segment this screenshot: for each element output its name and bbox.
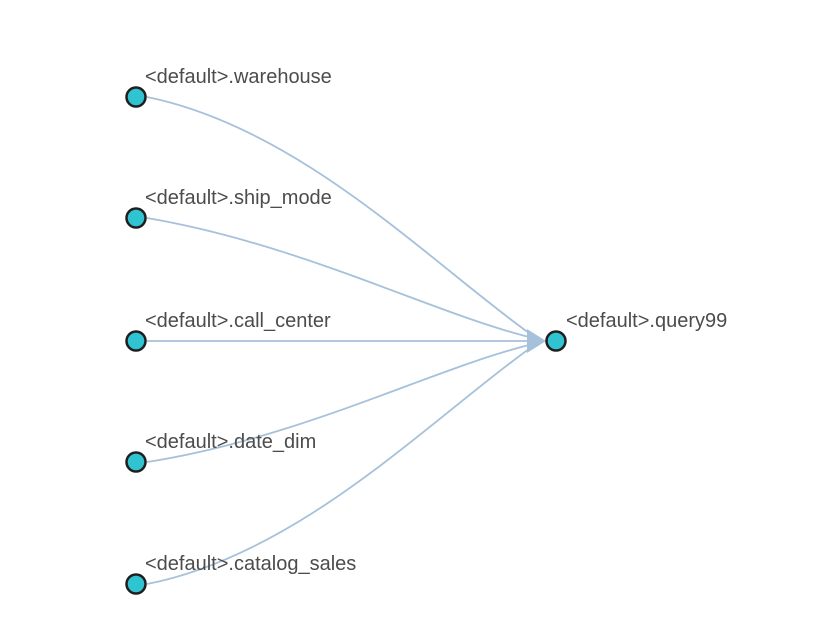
node-label-warehouse: <default>.warehouse	[145, 66, 332, 88]
node-label-call_center: <default>.call_center	[145, 310, 331, 332]
node-catalog_sales[interactable]	[125, 573, 147, 595]
node-date_dim[interactable]	[125, 451, 147, 473]
edge-warehouse-to-query99	[146, 96, 530, 334]
node-label-catalog_sales: <default>.catalog_sales	[145, 553, 356, 575]
node-warehouse[interactable]	[125, 86, 147, 108]
node-label-query99: <default>.query99	[566, 310, 727, 332]
node-ship_mode[interactable]	[125, 207, 147, 229]
arrowhead-into-query99	[527, 329, 546, 353]
node-label-ship_mode: <default>.ship_mode	[145, 187, 332, 209]
node-layer	[125, 86, 567, 595]
edge-catalog_sales-to-query99	[146, 348, 530, 585]
node-query99[interactable]	[545, 330, 567, 352]
edge-ship_mode-to-query99	[146, 217, 530, 338]
node-label-date_dim: <default>.date_dim	[145, 431, 316, 453]
edge-layer	[146, 96, 546, 585]
edge-date_dim-to-query99	[146, 344, 530, 463]
node-call_center[interactable]	[125, 330, 147, 352]
label-layer: <default>.warehouse <default>.ship_mode …	[145, 66, 727, 575]
